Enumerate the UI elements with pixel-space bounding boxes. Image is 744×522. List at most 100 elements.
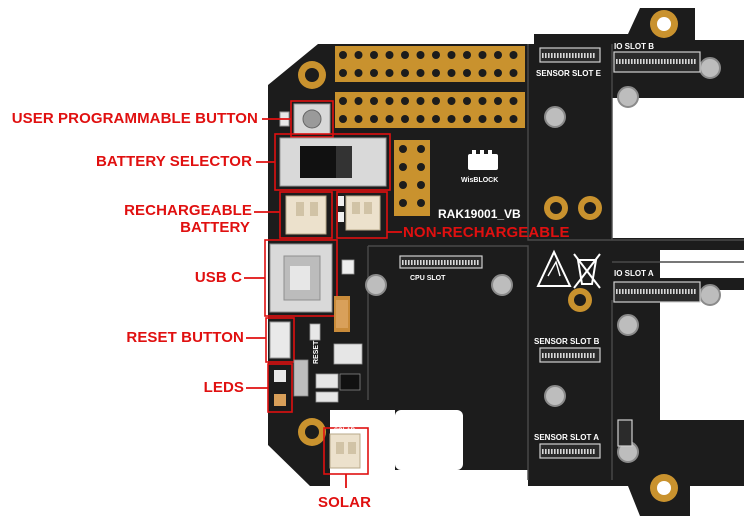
- connector-pin: [670, 289, 672, 294]
- pin: [417, 199, 425, 207]
- pin: [370, 51, 378, 59]
- connector-pin: [554, 449, 556, 454]
- silk-io-slot-b: IO SLOT B: [614, 42, 654, 51]
- pin: [416, 51, 425, 59]
- connector-pin: [545, 53, 547, 58]
- connector-pin: [649, 289, 651, 294]
- esd-warning-icon: [536, 249, 572, 287]
- user-button[interactable]: [293, 103, 331, 135]
- callout-solar: SOLAR: [318, 494, 371, 511]
- pin: [478, 97, 487, 105]
- callout-rechargeable-line1: RECHARGEABLE: [124, 202, 252, 219]
- connector-pin: [587, 53, 589, 58]
- pin: [432, 97, 440, 105]
- connector-pin: [438, 260, 440, 265]
- connector-pin: [441, 260, 443, 265]
- pin: [354, 51, 363, 59]
- pin: [463, 69, 471, 77]
- connector-pin: [628, 289, 630, 294]
- pin: [385, 115, 394, 123]
- connector-pin: [676, 289, 678, 294]
- silver-holes: [365, 57, 721, 463]
- connector-pin: [542, 353, 544, 358]
- connector-pin: [545, 449, 547, 454]
- usb-c-port[interactable]: [269, 243, 333, 313]
- connector-pin: [405, 260, 407, 265]
- pin: [447, 97, 456, 105]
- connector-pin: [658, 59, 660, 64]
- connector-pin: [456, 260, 458, 265]
- pin: [401, 97, 409, 105]
- pin: [354, 69, 363, 77]
- connector-pin: [575, 353, 577, 358]
- solar-connector[interactable]: [329, 433, 361, 469]
- pin: [494, 97, 502, 105]
- non-rechargeable-connector[interactable]: [345, 195, 381, 231]
- rechargeable-box: [279, 191, 333, 239]
- capacitors: [293, 296, 363, 403]
- connector-pin: [587, 449, 589, 454]
- connector-pin: [563, 353, 565, 358]
- connector-pin: [432, 260, 434, 265]
- connector-pin: [560, 449, 562, 454]
- pin: [432, 69, 440, 77]
- reset-button[interactable]: [269, 321, 291, 359]
- pin: [416, 69, 425, 77]
- connector-pin: [643, 289, 645, 294]
- connector-pin: [667, 59, 669, 64]
- board-cutout-upper: [612, 98, 744, 238]
- connector-pin: [637, 59, 639, 64]
- connector-pin: [590, 353, 592, 358]
- pin: [447, 115, 456, 123]
- connector-pin: [590, 449, 592, 454]
- connector-pin: [658, 289, 660, 294]
- board-cutout-lower: [660, 290, 744, 420]
- connector-pin: [619, 289, 621, 294]
- connector-pin: [584, 53, 586, 58]
- rechargeable-connector[interactable]: [285, 195, 327, 235]
- pin: [385, 97, 394, 105]
- silk-wisblock: WisBLOCK: [461, 177, 498, 184]
- mounting-holes: [298, 10, 678, 502]
- connector-pin: [661, 59, 663, 64]
- pin: [432, 115, 440, 123]
- connector-pin: [548, 353, 550, 358]
- connector-pin: [679, 289, 681, 294]
- connector-pin: [557, 353, 559, 358]
- connector-pin: [628, 59, 630, 64]
- connector-pin: [590, 53, 592, 58]
- connector-pin: [572, 353, 574, 358]
- connector-pin: [453, 260, 455, 265]
- connector-pin: [545, 353, 547, 358]
- connector-pin: [634, 59, 636, 64]
- connector-pin: [426, 260, 428, 265]
- silk-sensor-slot-a: SENSOR SLOT A: [534, 433, 599, 442]
- connector-pin: [694, 289, 696, 294]
- pin: [370, 69, 378, 77]
- connector-pin: [688, 289, 690, 294]
- connector-pin: [670, 59, 672, 64]
- small-component: [338, 196, 344, 206]
- connector-pin: [402, 260, 404, 265]
- connector-pin: [471, 260, 473, 265]
- connector-pin: [691, 289, 693, 294]
- pin: [399, 199, 407, 207]
- connector-pin: [462, 260, 464, 265]
- connector-pin: [417, 260, 419, 265]
- connector-pin: [548, 53, 550, 58]
- header-pins: [339, 51, 518, 123]
- connector-pin: [584, 449, 586, 454]
- pin: [509, 97, 518, 105]
- connector-pin: [554, 353, 556, 358]
- pin: [339, 69, 347, 77]
- connector-pin: [554, 53, 556, 58]
- connector-pin: [685, 59, 687, 64]
- battery-selector-switch[interactable]: [279, 137, 387, 187]
- connector-pin: [563, 449, 565, 454]
- pin: [509, 51, 518, 59]
- pin: [494, 115, 502, 123]
- connector-pin: [566, 53, 568, 58]
- silk-solar: SOLAR: [334, 428, 356, 434]
- connector-pin: [459, 260, 461, 265]
- connector-pin: [646, 59, 648, 64]
